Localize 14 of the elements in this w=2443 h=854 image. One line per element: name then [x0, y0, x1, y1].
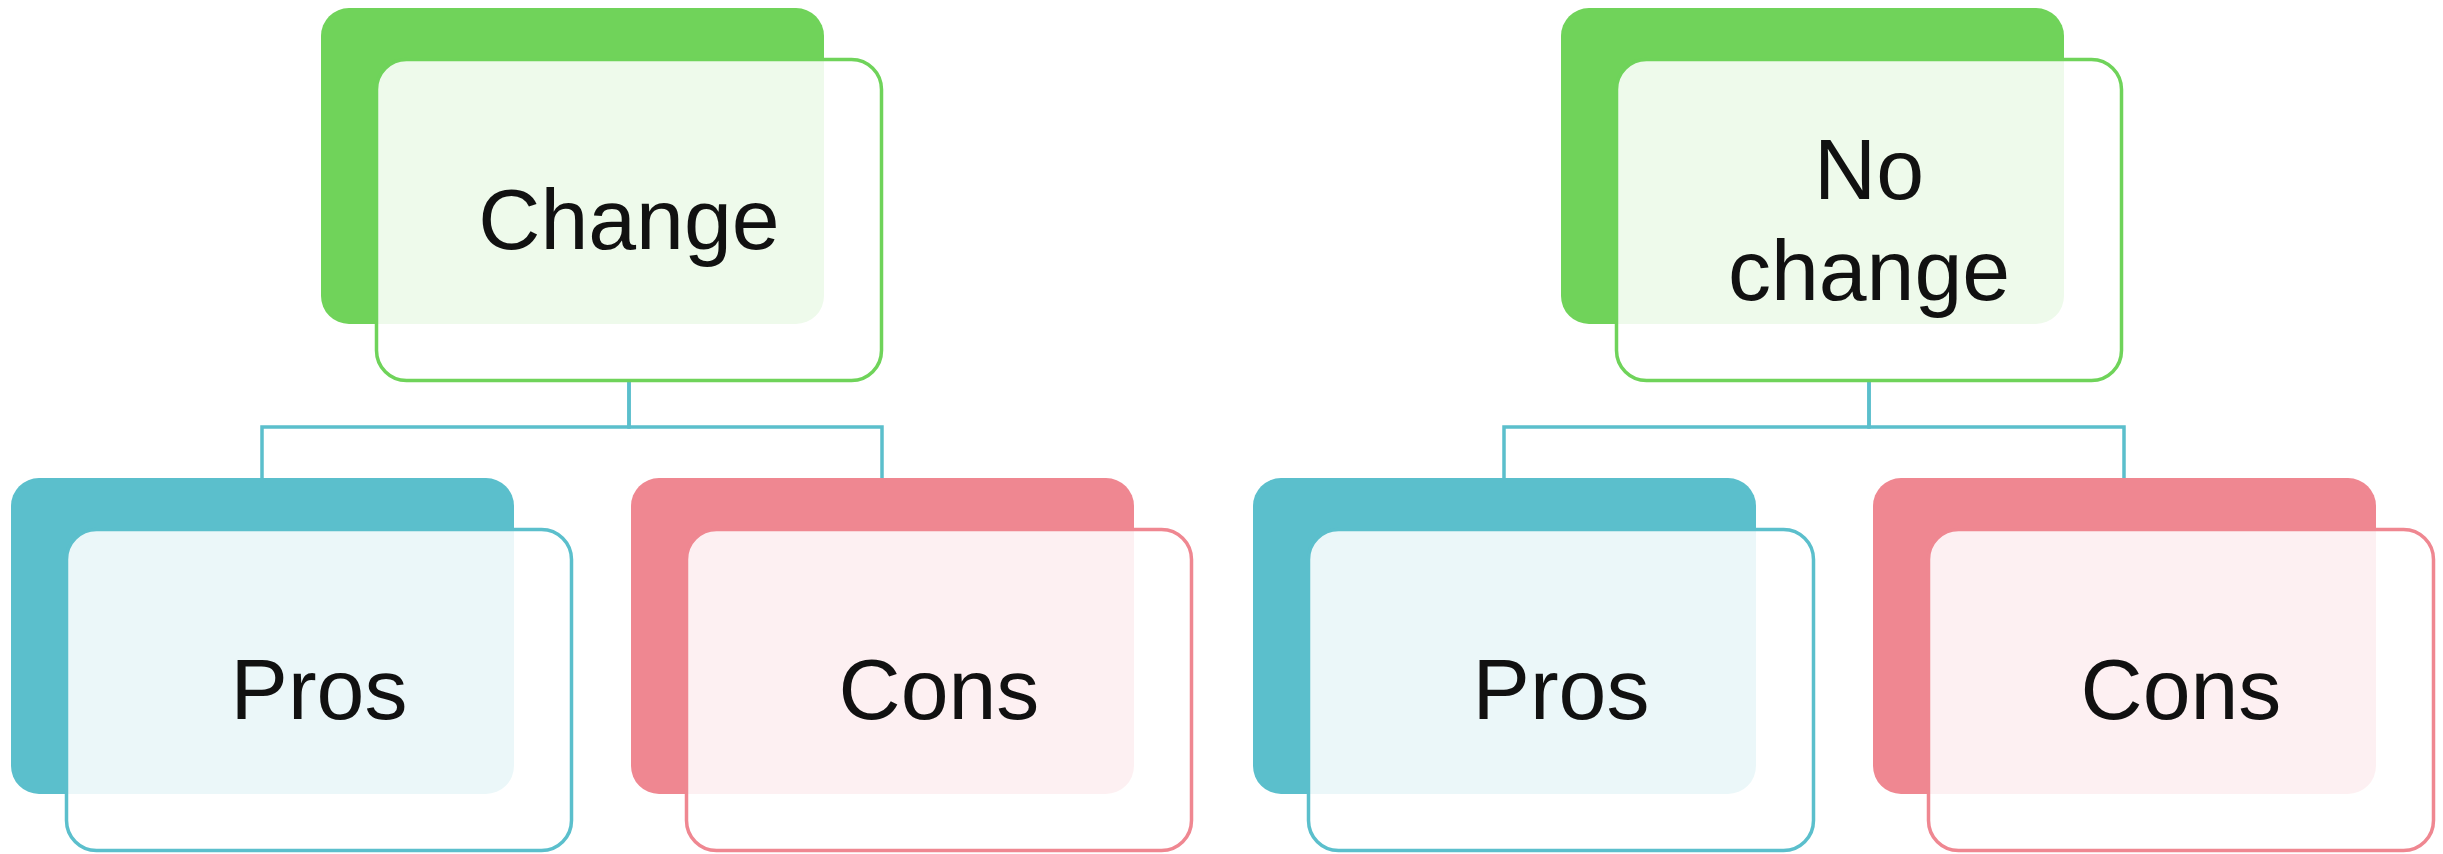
connector-line: [1867, 382, 2126, 478]
card-title: Cons: [2080, 640, 2282, 740]
card: [631, 478, 1193, 852]
card: [1253, 478, 1815, 852]
card: [321, 8, 883, 382]
card-title: Pros: [1472, 640, 1650, 740]
connector-line: [627, 382, 884, 478]
card: [1561, 8, 2123, 382]
card: [1873, 478, 2435, 852]
card: [11, 478, 573, 852]
card-title: Pros: [230, 640, 408, 740]
card-title: No change: [1726, 119, 2012, 320]
card-title: Cons: [838, 640, 1040, 740]
card-title: Change: [478, 170, 780, 270]
